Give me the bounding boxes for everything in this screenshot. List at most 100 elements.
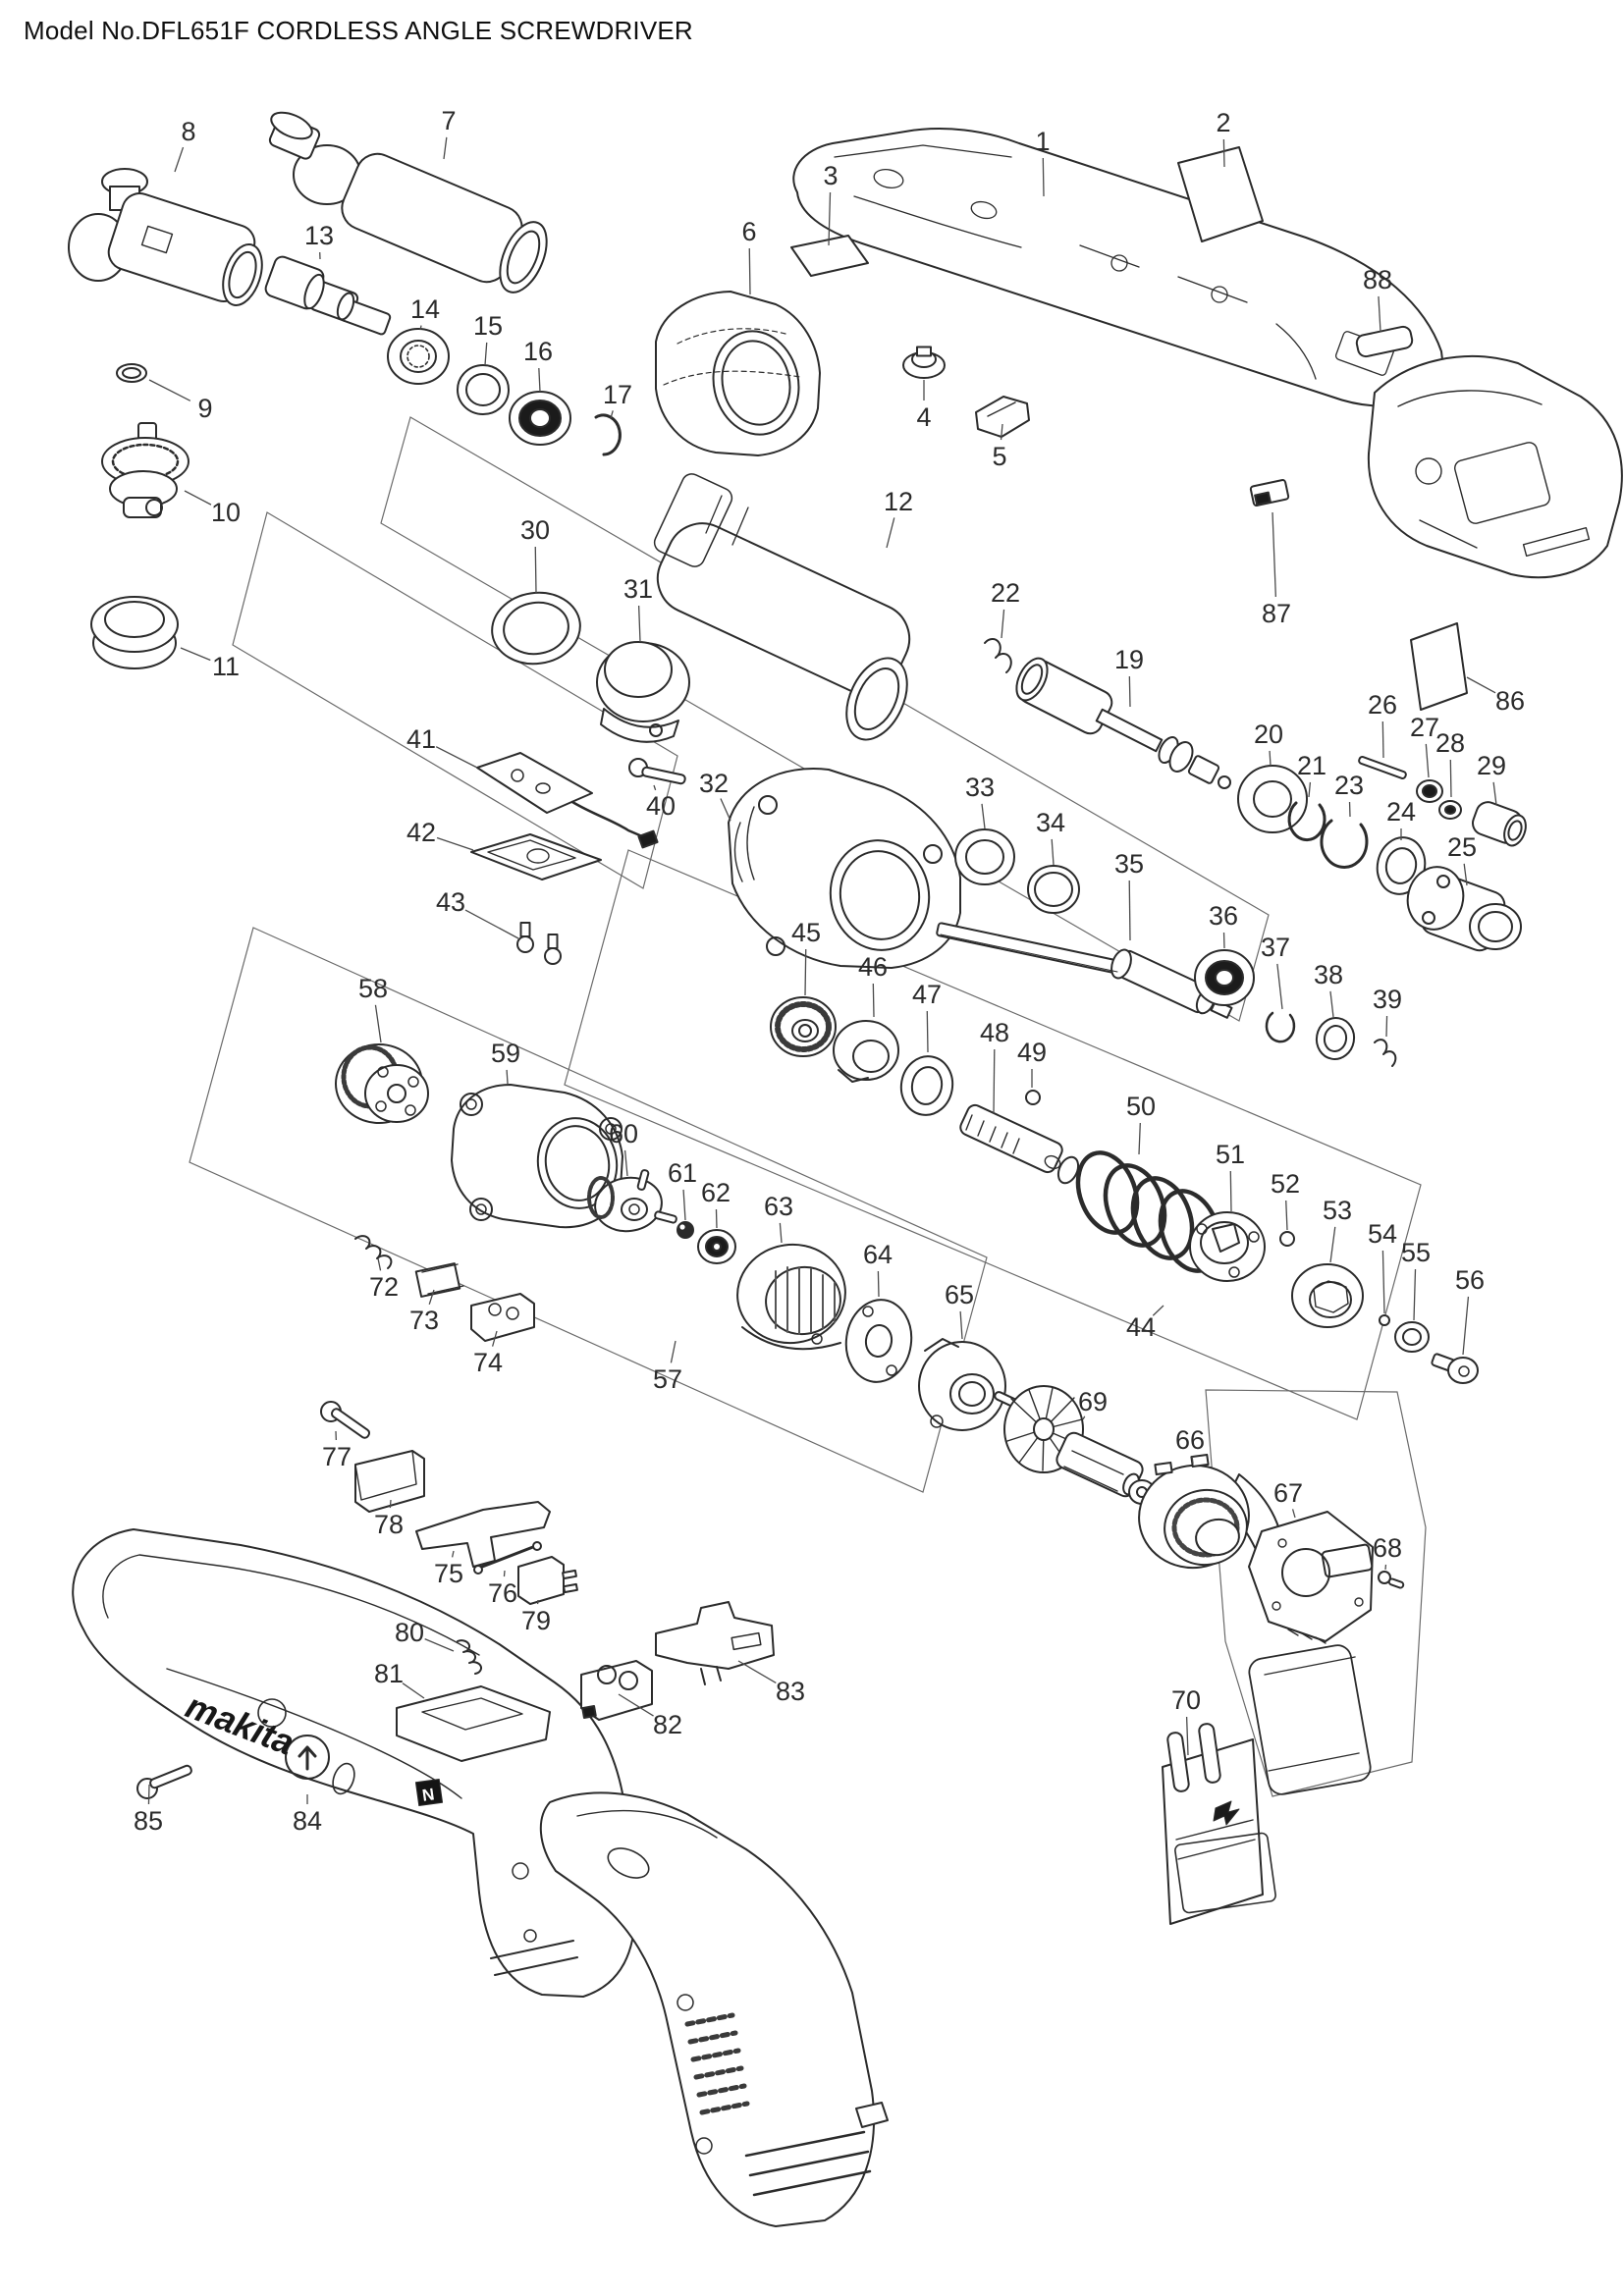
part-label-74: 74 — [473, 1348, 503, 1377]
leader-line-40 — [653, 784, 657, 791]
part-label-59: 59 — [491, 1039, 520, 1068]
part-shape — [637, 829, 659, 849]
part-shape — [758, 795, 778, 815]
part-label-72: 72 — [369, 1272, 399, 1302]
part-shape — [984, 637, 1012, 673]
leader-line-20 — [1269, 750, 1272, 767]
part-shape — [506, 230, 541, 285]
part-shape — [303, 273, 325, 310]
part-shape — [654, 1210, 677, 1224]
group-box — [189, 927, 988, 1493]
group-box — [1205, 1389, 1427, 1797]
part-shape — [547, 934, 559, 949]
part-label-3: 3 — [823, 161, 838, 190]
part-shape — [1354, 1597, 1364, 1607]
part-shape — [970, 200, 998, 220]
leader-line-55 — [1413, 1268, 1417, 1321]
part-label-33: 33 — [965, 773, 995, 802]
part-label-68: 68 — [1373, 1533, 1402, 1563]
part-label-35: 35 — [1114, 849, 1144, 879]
leader-line-45 — [804, 948, 807, 996]
part-shape — [1287, 1629, 1326, 1644]
part-label-43: 43 — [436, 887, 465, 917]
part-shape — [853, 667, 900, 730]
part-shape — [1378, 1571, 1391, 1584]
part-shape — [1275, 323, 1317, 380]
group-box — [380, 416, 1270, 1022]
part-label-57: 57 — [653, 1364, 682, 1394]
part-shape — [1253, 780, 1292, 818]
part-shape — [677, 1994, 694, 2011]
part-shape — [523, 1929, 537, 1943]
part-shape — [621, 1198, 648, 1221]
part-label-52: 52 — [1271, 1169, 1300, 1199]
leader-line-61 — [682, 1189, 686, 1221]
part-shape — [695, 2137, 713, 2155]
part-shape — [1410, 622, 1468, 711]
part-shape — [415, 1501, 551, 1568]
part-label-22: 22 — [991, 578, 1020, 608]
part-shape — [145, 499, 163, 516]
part-shape — [104, 601, 165, 638]
part-shape — [487, 839, 576, 871]
leader-line-76 — [503, 1570, 506, 1577]
leader-line-10 — [184, 490, 212, 506]
part-shape — [855, 2102, 889, 2128]
part-shape — [377, 1066, 389, 1078]
part-shape — [457, 1639, 482, 1675]
part-shape — [940, 934, 1118, 973]
part-label-73: 73 — [409, 1306, 439, 1335]
leader-line-14 — [419, 325, 422, 331]
part-shape — [936, 922, 1122, 975]
part-shape — [298, 1745, 317, 1771]
part-shape — [563, 1582, 578, 1594]
part-shape — [257, 1698, 287, 1728]
part-label-20: 20 — [1254, 720, 1283, 749]
part-shape — [1277, 1538, 1287, 1548]
leader-line-16 — [538, 367, 541, 393]
leader-line-50 — [1138, 1122, 1141, 1155]
part-shape — [684, 2012, 750, 2115]
part-shape — [1044, 1154, 1061, 1170]
part-shape — [853, 195, 1022, 248]
part-shape — [400, 340, 437, 373]
leader-line-12 — [886, 517, 895, 549]
part-shape — [465, 1098, 477, 1110]
part-shape — [649, 723, 663, 737]
part-shape — [1248, 1511, 1374, 1642]
part-label-67: 67 — [1273, 1478, 1303, 1508]
leader-line-9 — [148, 379, 191, 401]
part-shape — [470, 833, 602, 881]
leader-line-51 — [1229, 1170, 1232, 1212]
part-shape — [811, 1333, 823, 1345]
leader-line-39 — [1385, 1015, 1388, 1038]
part-shape — [619, 1671, 638, 1690]
part-shape — [965, 1114, 1020, 1154]
part-shape — [599, 1117, 623, 1141]
part-label-26: 26 — [1368, 690, 1397, 720]
group-box — [232, 511, 678, 889]
part-shape — [102, 1554, 480, 1656]
part-shape — [1402, 1328, 1422, 1346]
part-shape — [916, 346, 932, 357]
part-shape — [1313, 1280, 1349, 1313]
part-shape — [1379, 1314, 1390, 1326]
leader-line-65 — [959, 1310, 963, 1340]
leader-line-58 — [374, 1004, 382, 1043]
part-shape — [600, 708, 679, 743]
leader-line-25 — [1463, 863, 1468, 886]
part-shape — [140, 225, 174, 254]
part-shape — [838, 1069, 869, 1083]
part-label-19: 19 — [1114, 645, 1144, 674]
part-shape — [1422, 784, 1437, 798]
part-shape — [1218, 775, 1231, 789]
part-shape — [330, 1408, 371, 1439]
part-shape — [1264, 1656, 1360, 1772]
part-shape — [228, 250, 257, 299]
part-label-15: 15 — [473, 311, 503, 341]
part-shape — [407, 1076, 419, 1088]
leader-line-83 — [737, 1660, 777, 1683]
leader-line-66 — [1191, 1456, 1194, 1465]
leader-line-15 — [484, 342, 488, 366]
part-shape — [529, 408, 551, 428]
